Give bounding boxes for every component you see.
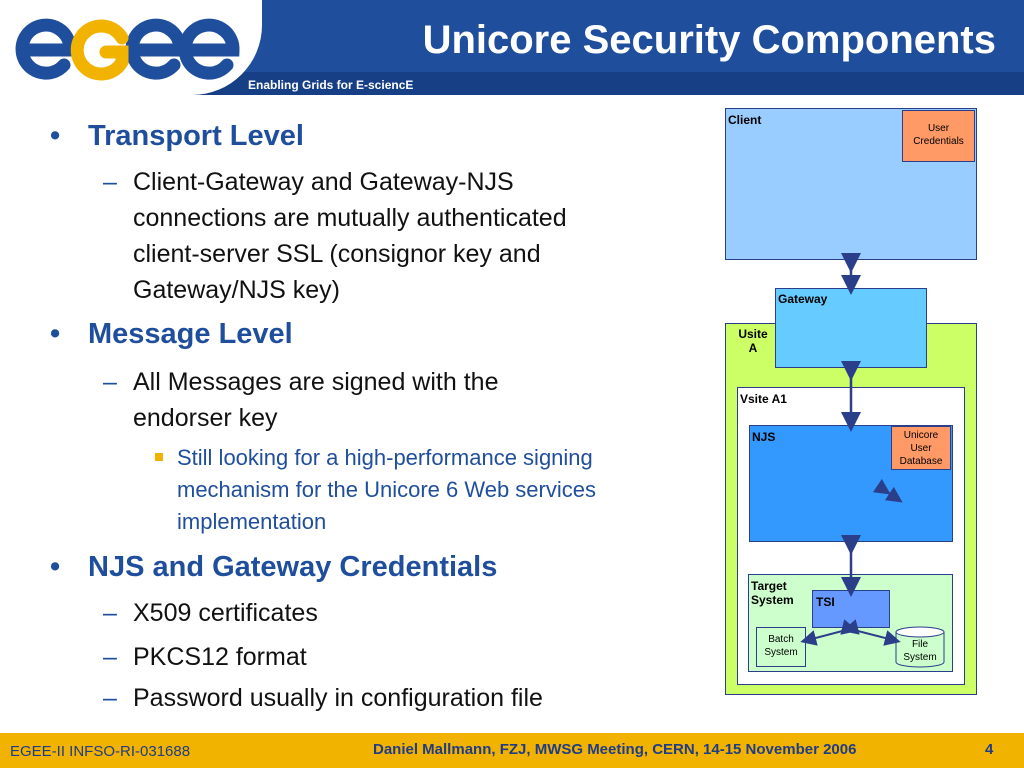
label-line: File [911,639,929,650]
dash-icon: – [103,168,117,196]
page-number: 4 [985,741,994,758]
label-line: Credentials [913,136,964,147]
bullet-heading: Message Level [88,318,293,350]
usite-label: Usite A [735,327,771,355]
bullet-dot-icon: • [50,318,61,350]
bullet-credentials: • NJS and Gateway Credentials [50,551,498,584]
unicore-user-db-label: Unicore User Database [891,429,951,468]
bullet-heading: Transport Level [88,120,304,152]
dash-icon: – [103,643,117,671]
file-system-label: File System [896,638,944,664]
bullet-dot-icon: • [50,120,61,152]
target-system-label: Target System [751,579,794,607]
label-line: User [927,123,950,134]
batch-system-box [756,627,806,667]
sub-bullet-x509: – X509 certificates [103,595,318,631]
egee-logo [15,18,240,81]
bullet-text-line: Still looking for a high-performance sig… [177,445,593,470]
sub-bullet-signed: – All Messages are signed with the endor… [103,364,499,436]
logo-area [0,0,262,95]
bullet-text-line: PKCS12 format [133,643,307,671]
tagline: Enabling Grids for E-sciencE [248,78,414,92]
label-line: User [910,443,932,454]
bullet-text-line: endorser key [133,404,278,432]
header-subband [0,72,1024,95]
label-line: Batch [768,634,794,645]
bullet-text-line: X509 certificates [133,599,318,627]
dash-icon: – [103,599,117,627]
label-line: Database [899,456,943,467]
bullet-text-line: connections are mutually authenticated [133,204,567,232]
sub-bullet-ssl: – Client-Gateway and Gateway-NJS connect… [103,164,567,308]
label-line: Usite [738,327,768,341]
user-credentials-label: User Credentials [902,122,975,148]
bullet-heading: NJS and Gateway Credentials [88,551,498,583]
sub-bullet-pkcs12: – PKCS12 format [103,639,307,675]
footer-project-id: EGEE-II INFSO-RI-031688 [10,743,191,760]
label-line: System [764,647,798,658]
label-line: A [748,341,758,355]
tsi-label: TSI [816,595,835,609]
dash-icon: – [103,368,117,396]
njs-label: NJS [752,430,776,444]
vsite-label: Vsite A1 [740,392,787,406]
slide-footer: EGEE-II INFSO-RI-031688 Daniel Mallmann,… [0,733,1024,768]
bullet-text-line: client-server SSL (consignor key and [133,240,541,268]
bullet-message-level: • Message Level [50,318,293,351]
label-line: Unicore [903,430,939,441]
bullet-text-line: Gateway/NJS key) [133,276,341,304]
bullet-text-line: mechanism for the Unicore 6 Web services [177,477,596,502]
sub-bullet-password: – Password usually in configuration file [103,680,543,716]
bullet-text-line: Password usually in configuration file [133,684,543,712]
label-line: Target [751,579,787,593]
label-line: System [903,652,937,663]
bullet-transport-level: • Transport Level [50,120,304,153]
bullet-text-line: Client-Gateway and Gateway-NJS [133,168,514,196]
square-bullet-icon [155,453,163,461]
sub-sub-bullet-signing: Still looking for a high-performance sig… [155,442,596,538]
user-credentials-box [902,110,975,162]
footer-author-event: Daniel Mallmann, FZJ, MWSG Meeting, CERN… [373,741,857,758]
bullet-dot-icon: • [50,551,61,583]
bullet-text-line: implementation [177,509,327,534]
page-title: Unicore Security Components [422,18,996,62]
bullet-text-line: All Messages are signed with the [133,368,499,396]
client-label: Client [728,113,762,127]
gateway-box [775,288,927,368]
slide-header: Unicore Security Components Enabling Gri… [0,0,1024,95]
batch-system-label: Batch System [756,633,806,659]
gateway-label: Gateway [778,292,828,306]
dash-icon: – [103,684,117,712]
unicore-user-db-box [891,426,951,470]
label-line: System [751,593,794,607]
